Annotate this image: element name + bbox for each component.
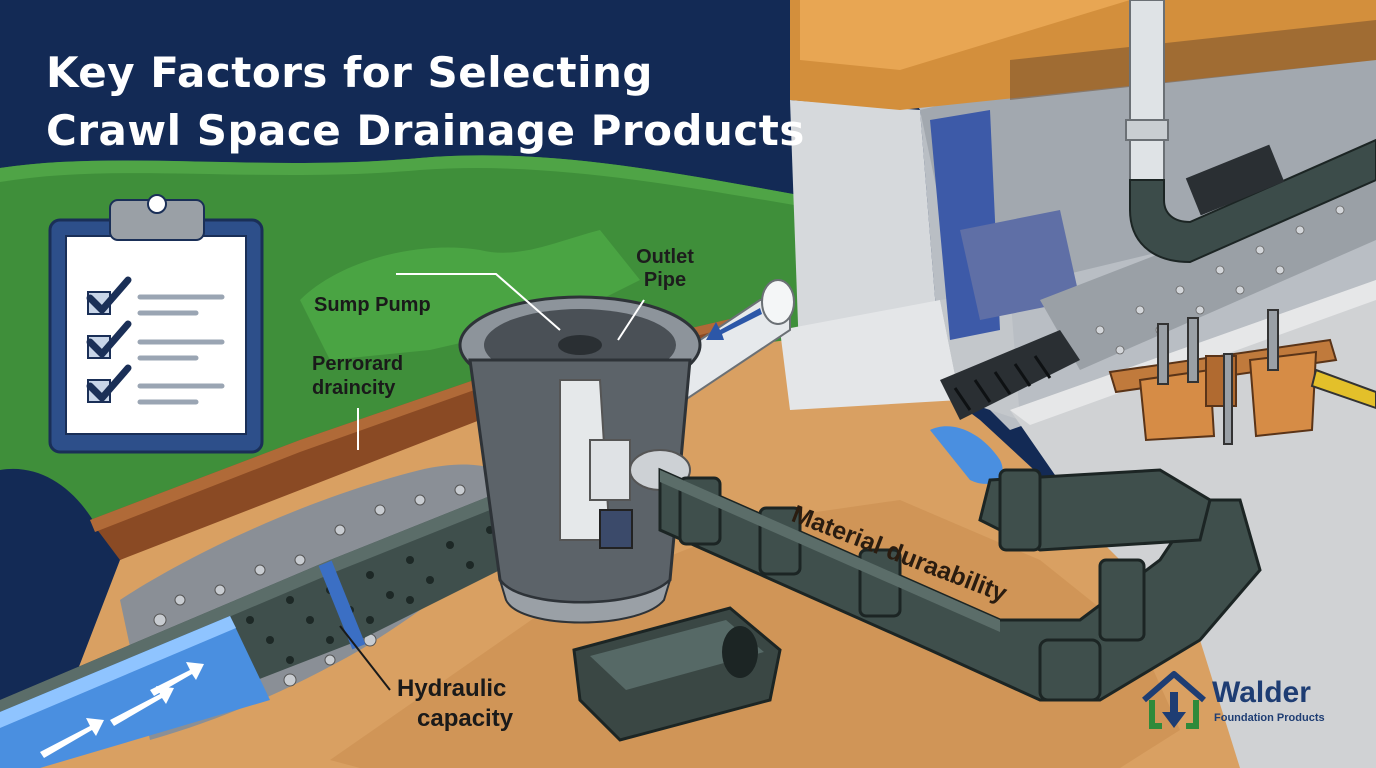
sump-pump-label: Sump Pump [314, 294, 431, 316]
page-title: Key Factors for Selecting Crawl Space Dr… [46, 44, 805, 160]
brand-name: Walder [1212, 676, 1311, 709]
outlet-pipe-label: Outlet Pipe [636, 246, 694, 291]
hydraulic-leader [339, 625, 391, 691]
house-arrow-icon [1142, 671, 1206, 729]
title-line-2: Crawl Space Drainage Products [46, 106, 805, 155]
brand-tagline: Foundation Products [1214, 712, 1325, 724]
flow-arrow-icon [40, 662, 204, 758]
outlet-pipe-leader [617, 299, 645, 341]
downspout-pipe [1125, 0, 1376, 264]
brand-logo: Walder Foundation Products [1140, 670, 1350, 732]
title-line-1: Key Factors for Selecting [46, 48, 653, 97]
perforated-drain-label: Perrorard draincity [312, 353, 404, 399]
gravel-strip [1040, 170, 1376, 370]
channel-drain-grate [930, 330, 1080, 484]
water-flow [0, 616, 270, 768]
tool-belt-icon [1108, 309, 1376, 445]
catch-basin [572, 606, 782, 742]
leader-lines [357, 273, 645, 450]
clipboard-checklist-icon [48, 194, 264, 454]
hydraulic-capacity-label: Hydraulic capacity [397, 675, 514, 732]
sump-basin [458, 295, 702, 624]
sump-pump-leader [396, 273, 561, 331]
